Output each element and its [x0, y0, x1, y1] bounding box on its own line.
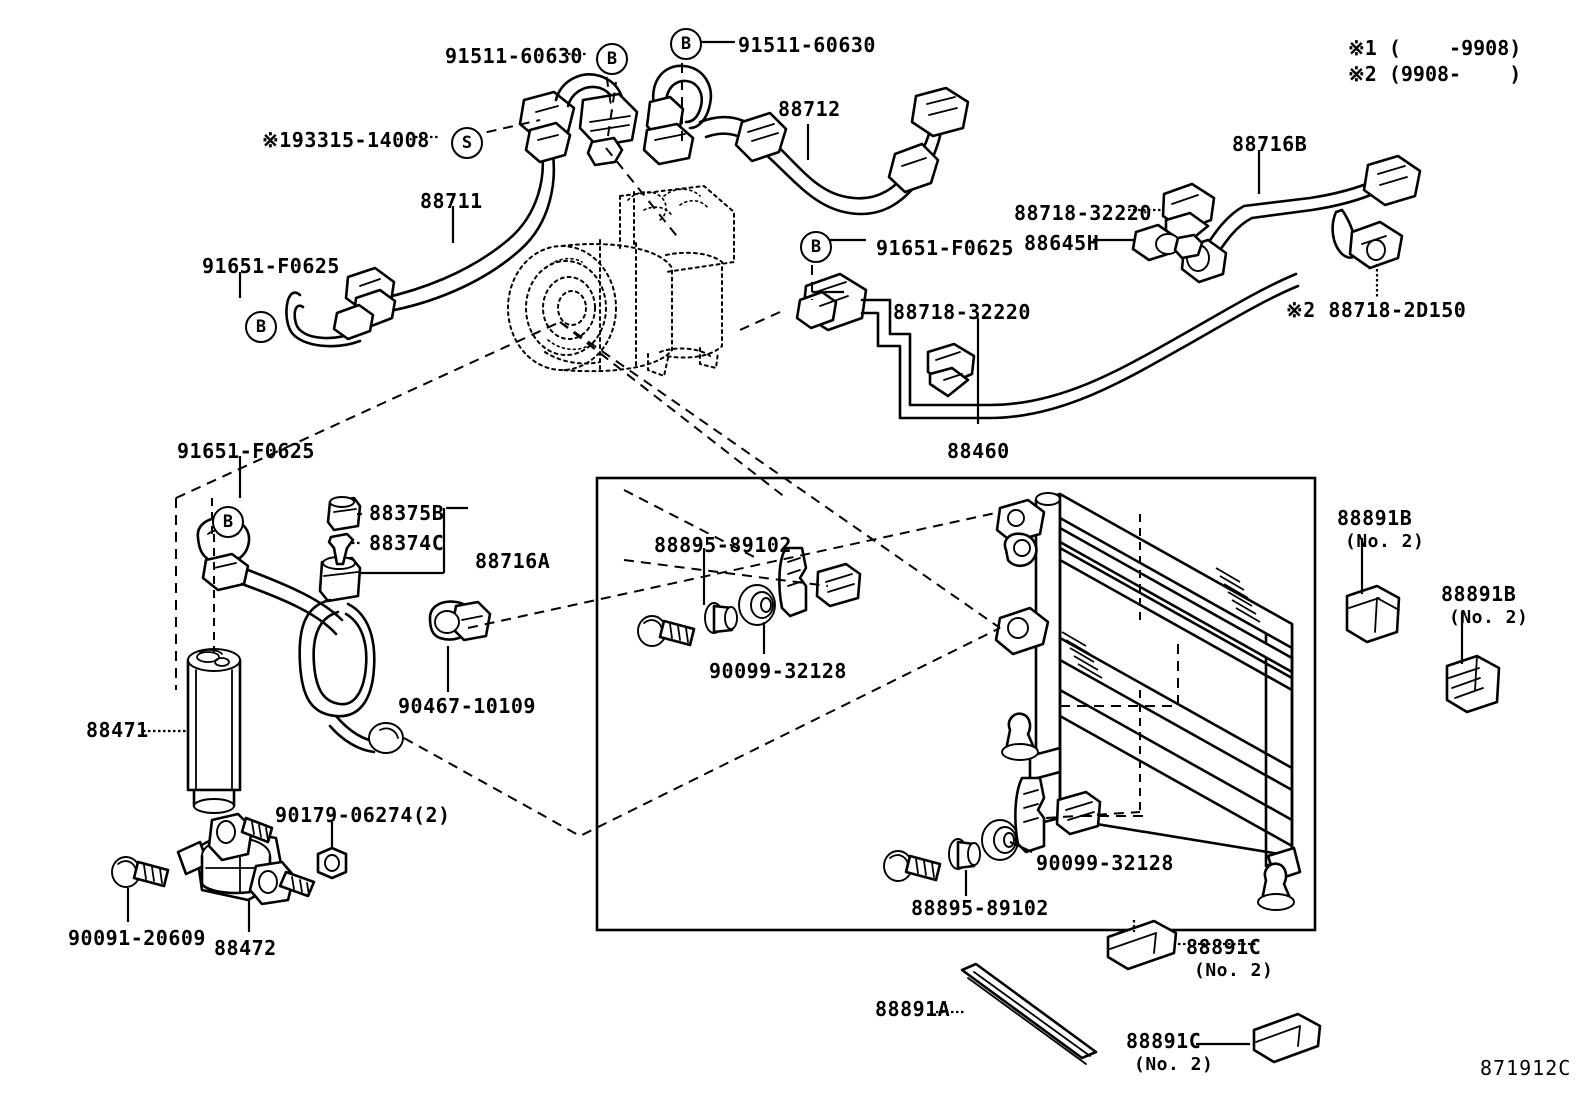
label-88374C: 88374C: [369, 531, 445, 555]
label-88711: 88711: [420, 189, 483, 213]
label-90467-10109: 90467-10109: [398, 694, 536, 718]
hose-88712: [642, 64, 970, 216]
nut-90179-06274: [316, 846, 348, 880]
pipe-88460: [795, 272, 1300, 420]
bracket-88472: [176, 812, 316, 906]
hardware-cluster-lower: [883, 776, 1102, 882]
label-88891A: 88891A: [875, 997, 951, 1021]
label-90099-32128-lower: 90099-32128: [1036, 851, 1174, 875]
label-88712: 88712: [778, 97, 841, 121]
badge-b-1: B: [596, 43, 628, 75]
label-88891B-2: 88891B (No. 2): [1441, 582, 1529, 628]
label-88891B-1-line1: 88891B: [1337, 506, 1413, 530]
legend-note-2: ※2 (9908- ): [1348, 62, 1522, 86]
label-88891B-1: 88891B (No. 2): [1337, 506, 1425, 552]
label-88716A: 88716A: [475, 549, 551, 573]
label-88891C-2-line1: 88891C: [1126, 1029, 1202, 1053]
cushion-88891C-2: [1252, 1012, 1322, 1064]
label-91651-F0625-left: 91651-F0625: [202, 254, 340, 278]
label-88645H: 88645H: [1024, 231, 1100, 255]
label-88718-32220-upper: 88718-32220: [1014, 201, 1152, 225]
condenser-group-box: [595, 476, 1317, 932]
label-88895-89102-upper: 88895-89102: [654, 533, 792, 557]
leader-lines: [126, 40, 1464, 1046]
label-90179-06274: 90179-06274(2): [275, 803, 451, 827]
badge-b-4: B: [800, 231, 832, 263]
cushion-88891B-2: [1445, 654, 1501, 714]
label-88375B: 88375B: [369, 501, 445, 525]
pipe-88716B: [1131, 154, 1422, 284]
label-88891C-1-line2: (No. 2): [1194, 959, 1274, 981]
badge-b-2: B: [670, 28, 702, 60]
label-88472: 88472: [214, 936, 277, 960]
label-88471: 88471: [86, 718, 149, 742]
label-88718-32220-lower: 88718-32220: [893, 300, 1031, 324]
label-90099-32128-upper: 90099-32128: [709, 659, 847, 683]
label-91651-F0625-mid: 91651-F0625: [876, 236, 1014, 260]
label-91511-60630-right: 91511-60630: [738, 33, 876, 57]
label-88716B: 88716B: [1232, 132, 1308, 156]
label-88718-2D150: ※2 88718-2D150: [1286, 298, 1467, 322]
receiver-drier-88471: [186, 648, 242, 814]
label-88891C-2-line2: (No. 2): [1134, 1053, 1214, 1075]
bolt-90091-20609: [111, 856, 170, 888]
hardware-cluster-upper: [637, 546, 862, 647]
label-88891C-1: 88891C (No. 2): [1186, 935, 1274, 981]
condenser-core: [994, 492, 1302, 911]
label-88891B-2-line2: (No. 2): [1449, 606, 1529, 628]
label-88891C-2: 88891C (No. 2): [1126, 1029, 1214, 1075]
cushion-88891C-1: [1106, 919, 1178, 971]
label-88895-89102-lower: 88895-89102: [911, 896, 1049, 920]
badge-b-3: B: [245, 311, 277, 343]
label-88891C-1-line1: 88891C: [1186, 935, 1262, 959]
label-88460: 88460: [947, 439, 1010, 463]
label-88891B-1-line2: (No. 2): [1345, 530, 1425, 552]
label-93315-14008: ※193315-14008: [262, 128, 430, 152]
legend-note-1: ※1 ( -9908): [1348, 36, 1522, 60]
hose-88711: [285, 73, 639, 348]
cushion-88891B-1: [1345, 584, 1401, 644]
label-91511-60630-left: 91511-60630: [445, 44, 583, 68]
badge-s-1: S: [451, 127, 483, 159]
label-88891B-2-line1: 88891B: [1441, 582, 1517, 606]
label-90091-20609: 90091-20609: [68, 926, 206, 950]
seal-strip-88891A: [960, 962, 1098, 1065]
label-91651-F0625-lower: 91651-F0625: [177, 439, 315, 463]
badge-b-5: B: [212, 506, 244, 538]
diagram-id: 871912C: [1480, 1056, 1572, 1080]
compressor-body: [507, 184, 735, 378]
